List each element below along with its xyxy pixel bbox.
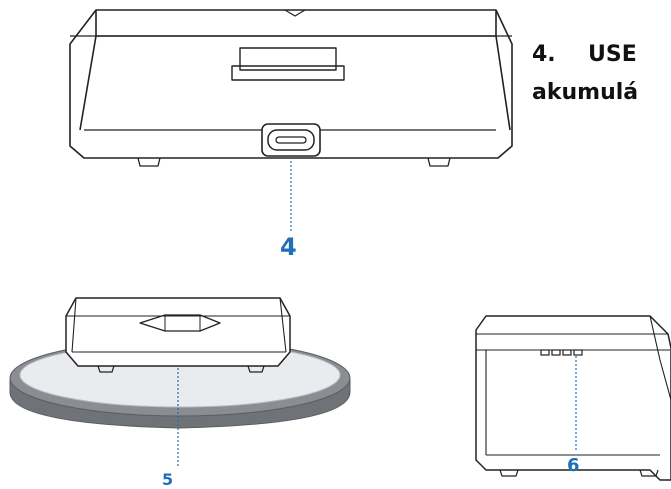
callout-label-wireless-pad: 5 [162,470,174,489]
device-on-pad [65,297,291,373]
heading-number: 4. [532,42,556,67]
callout-label-usb-port: 4 [280,233,297,261]
led-indicator-2 [551,349,561,356]
section-heading: 4. USE akumulá [532,36,638,112]
indicator-led-strip [540,349,583,356]
led-indicator-3 [562,349,572,356]
heading-line-2: akumulá [532,80,639,105]
heading-word: USE [588,42,637,67]
device-side-view [475,315,671,481]
heading-line-1: 4. USE [532,36,638,74]
led-indicator-1 [540,349,550,356]
led-indicator-4 [573,349,583,356]
callout-label-indicator-leds: 6 [567,455,580,476]
device-front-view [69,9,513,167]
